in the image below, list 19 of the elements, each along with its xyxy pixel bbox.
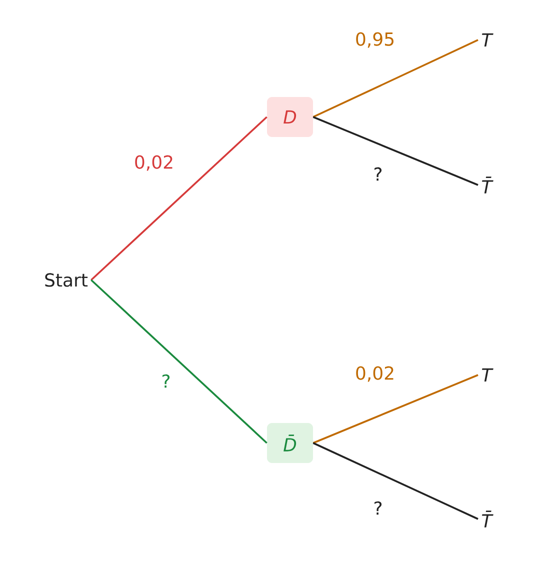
outcome-label: T [482,368,494,382]
probability-label: 0,02 [354,365,396,383]
probability-label: 0,02 [132,154,176,172]
branch-line [312,442,478,520]
probability-label: ? [160,373,172,389]
probability-label: ? [372,166,384,182]
branch-line [90,116,268,281]
start-label: Start [45,273,88,287]
outcome-label: T̄ [482,176,494,194]
probability-label: 0,95 [354,31,396,49]
branch-line [312,116,478,186]
outcome-label: T̄ [482,510,494,528]
state-box: D [267,97,313,137]
state-box: D̄ [267,423,313,463]
branch-line [312,374,478,444]
branch-line [312,39,478,118]
probability-label: ? [372,500,384,516]
branch-line [90,279,268,444]
outcome-label: T [482,33,494,47]
